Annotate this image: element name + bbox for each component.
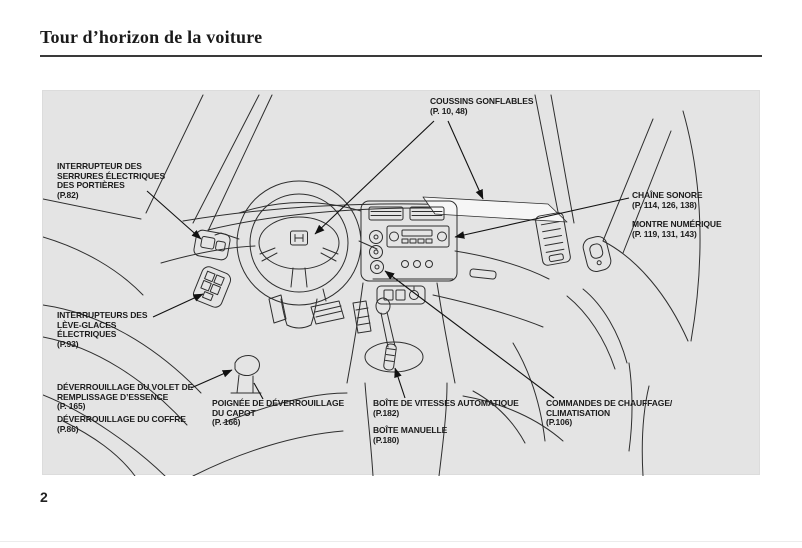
airbag-pad — [258, 216, 340, 270]
page-ref: (P. 165) — [57, 401, 86, 411]
glovebox-handle — [469, 268, 497, 280]
turn-signal-stalk — [214, 232, 240, 240]
dashboard-body — [160, 196, 568, 328]
gear-shifter — [346, 282, 456, 476]
label-audio-system: CHAÎNE SONORE (P. 114, 126, 138) — [632, 190, 703, 210]
dashboard-diagram — [42, 90, 760, 476]
leader-hood-release — [253, 382, 264, 400]
label-fuel-filler-release: DÉVERROUILLAGE DU VOLET DE REMPLISSAGE D… — [57, 382, 194, 412]
hvac-buttons — [401, 260, 433, 268]
center-air-vents — [368, 206, 445, 221]
floor-lines — [192, 385, 650, 476]
bottom-divider — [0, 541, 802, 542]
honda-badge-icon — [290, 230, 308, 246]
title-divider — [40, 55, 762, 57]
leader-hvac — [384, 270, 555, 399]
label-heating-ac-controls: COMMANDES DE CHAUFFAGE/ CLIMATISATION (P… — [546, 398, 673, 428]
windshield-pillars — [145, 94, 701, 342]
page-ref: (P.106) — [546, 417, 573, 427]
page-ref: (P.82) — [57, 189, 79, 200]
label-text: COUSSINS GONFLABLES — [430, 96, 534, 106]
label-text: CHAÎNE SONORE — [632, 190, 703, 200]
right-door-handle — [582, 236, 612, 272]
window-switch-panel — [192, 266, 232, 308]
label-text: DÉVERROUILLAGE DU COFFRE — [57, 414, 186, 424]
label-digital-clock: MONTRE NUMÉRIQUE (P. 119, 131, 143) — [632, 219, 722, 239]
label-text: DÉVERROUILLAGE DU VOLET DE REMPLISSAGE D… — [57, 382, 194, 402]
label-trunk-release: DÉVERROUILLAGE DU COFFRE (P.86) — [57, 414, 186, 434]
page-ref: (P. 10, 48) — [430, 105, 468, 116]
page-ref: (P.86) — [57, 423, 79, 434]
page-ref: (P. 166) — [212, 417, 241, 427]
side-air-vent — [535, 212, 571, 266]
leader-lines — [146, 120, 630, 400]
hvac-dials — [369, 230, 384, 274]
passenger-side — [472, 212, 633, 452]
release-levers — [230, 355, 262, 394]
label-text: COMMANDES DE CHAUFFAGE/ CLIMATISATION — [546, 398, 673, 418]
label-text: BOÎTE DE VITESSES AUTOMATIQUE — [373, 398, 519, 408]
center-stack — [360, 200, 458, 282]
wiper-stalk — [358, 240, 378, 250]
label-power-windows: INTERRUPTEURS DES LÈVE-GLACES ÉLECTRIQUE… — [57, 310, 148, 349]
left-door-panel — [43, 198, 232, 476]
page-ref: (P. 114, 126, 138) — [632, 199, 697, 210]
leader-shifter — [394, 367, 406, 399]
label-text: POIGNÉE DE DÉVERROUILLAGE DU CAPOT — [212, 398, 345, 418]
label-door-lock-switch: INTERRUPTEUR DES SERRURES ÉLECTRIQUES DE… — [57, 161, 166, 200]
label-text: MONTRE NUMÉRIQUE — [632, 219, 722, 229]
shift-knob — [375, 297, 391, 315]
page-number: 2 — [40, 489, 48, 505]
label-manual-transmission: BOÎTE MANUELLE (P.180) — [373, 425, 448, 445]
leader-windows — [152, 293, 204, 318]
dashboard-line-art — [43, 94, 701, 476]
page-ref: (P. 119, 131, 143) — [632, 228, 697, 239]
leader-audio — [454, 197, 630, 239]
label-airbags: COUSSINS GONFLABLES (P. 10, 48) — [430, 96, 534, 116]
label-automatic-transmission: BOÎTE DE VITESSES AUTOMATIQUE (P.182) — [373, 398, 519, 418]
accessory-panel — [376, 285, 426, 305]
label-text: INTERRUPTEURS DES LÈVE-GLACES ÉLECTRIQUE… — [57, 310, 148, 339]
audio-unit — [386, 225, 450, 248]
label-text: INTERRUPTEUR DES SERRURES ÉLECTRIQUES DE… — [57, 161, 166, 190]
page-ref: (P.93) — [57, 338, 79, 349]
door-lock-switch — [193, 229, 231, 261]
pedals — [268, 288, 372, 334]
leader-door-locks — [146, 190, 202, 240]
page-ref: (P.182) — [373, 407, 400, 418]
label-text: BOÎTE MANUELLE — [373, 425, 448, 435]
page-ref: (P.180) — [373, 434, 400, 445]
leader-airbag-driver — [314, 120, 435, 235]
page-title: Tour d’horizon de la voiture — [40, 27, 263, 47]
leader-airbag-passenger — [447, 120, 484, 200]
leader-fuel-release — [190, 369, 233, 389]
label-hood-release: POIGNÉE DE DÉVERROUILLAGE DU CAPOT (P. 1… — [212, 398, 345, 428]
